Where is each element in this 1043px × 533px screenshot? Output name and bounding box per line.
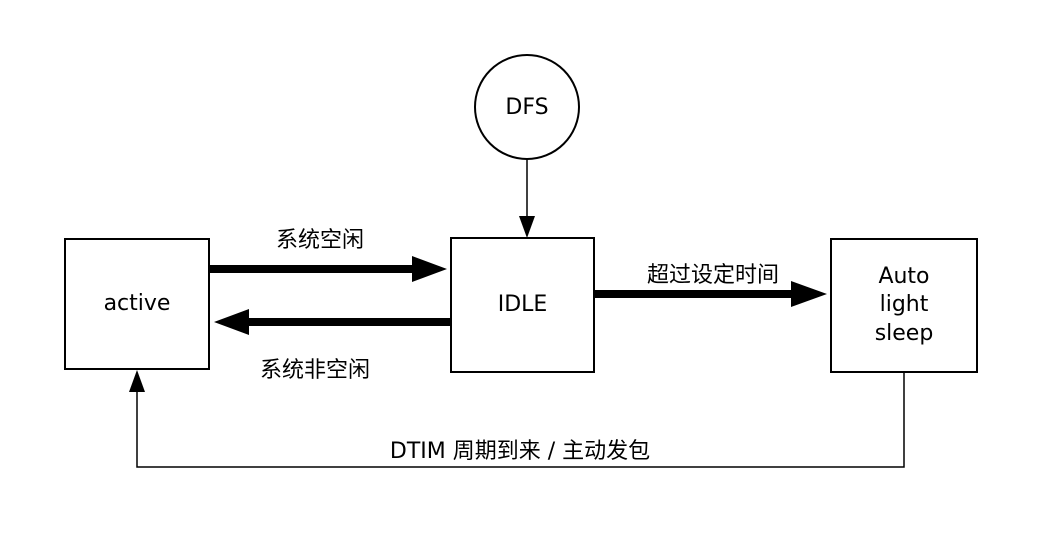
edge-label-system-idle: 系统空闲 xyxy=(275,228,364,253)
node-dfs-label: DFS xyxy=(505,94,549,120)
node-dfs: DFS xyxy=(474,54,580,160)
sleep-to-active-arrowhead-icon xyxy=(129,370,145,392)
idle-to-sleep-arrowhead-icon xyxy=(791,281,827,307)
idle-to-active-arrowhead-icon xyxy=(214,309,249,335)
sleep-to-active-line xyxy=(136,373,905,468)
edge-label-system-not-idle: 系统非空闲 xyxy=(259,358,370,383)
node-auto-light-sleep: Auto light sleep xyxy=(830,238,978,373)
node-idle-label: IDLE xyxy=(497,291,548,317)
node-idle: IDLE xyxy=(450,237,595,373)
edge-label-dtim-period: DTIM 周期到来 / 主动发包 xyxy=(389,439,651,464)
node-auto-light-sleep-label: Auto light sleep xyxy=(874,263,934,346)
node-active: active xyxy=(64,238,210,370)
dfs-to-idle-arrowhead-icon xyxy=(519,216,535,238)
edge-label-exceed-set-time: 超过设定时间 xyxy=(646,263,779,288)
node-active-label: active xyxy=(103,290,171,316)
active-to-idle-arrowhead-icon xyxy=(412,256,447,282)
